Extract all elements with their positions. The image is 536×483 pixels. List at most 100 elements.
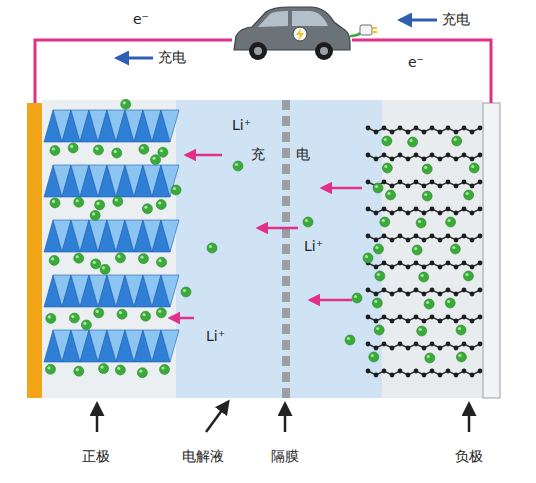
lithium-ion <box>46 313 56 323</box>
ion-flow-arrow <box>258 227 298 230</box>
carbon-atom <box>366 342 371 347</box>
ion-highlight <box>384 165 387 168</box>
octahedron-face <box>161 220 179 252</box>
lithium-ion <box>137 368 147 378</box>
lithium-ion <box>74 366 84 376</box>
carbon-atom <box>382 207 387 212</box>
carbon-atom <box>414 234 419 239</box>
lithium-ion <box>138 254 148 264</box>
carbon-atom <box>454 238 459 243</box>
octahedron-face <box>161 275 179 307</box>
carbon-atom <box>438 238 443 243</box>
carbon-atom <box>422 373 427 378</box>
octahedron-face <box>161 110 179 142</box>
carbon-atom <box>382 369 387 374</box>
lithium-ion <box>142 204 152 214</box>
lithium-ion <box>363 253 373 263</box>
car-window <box>258 11 288 27</box>
carbon-atom <box>446 126 451 131</box>
pointer-arrow <box>96 404 99 432</box>
carbon-atom <box>398 288 403 293</box>
lithium-ion <box>141 311 151 321</box>
carbon-atom <box>462 342 467 347</box>
carbon-atom <box>446 180 451 185</box>
plug-pin <box>372 31 377 33</box>
carbon-atom <box>454 373 459 378</box>
carbon-atom <box>390 157 395 162</box>
carbon-atom <box>446 234 451 239</box>
carbon-atom <box>422 319 427 324</box>
car-wheel <box>315 42 333 60</box>
ion-highlight <box>384 138 387 141</box>
car-wheel <box>249 42 267 60</box>
ion-highlight <box>95 147 98 150</box>
ion-highlight <box>365 255 368 258</box>
membrane-dash <box>282 388 290 398</box>
ion-flow-arrow <box>170 317 194 320</box>
ion-highlight <box>114 150 117 153</box>
carbon-atom <box>438 292 443 297</box>
ion-flow-arrow <box>310 299 352 302</box>
carbon-atom <box>406 346 411 351</box>
carbon-atom <box>470 265 475 270</box>
carbon-atom <box>462 369 467 374</box>
ion-highlight <box>96 310 99 313</box>
carbon-atom <box>446 288 451 293</box>
lithium-ion <box>158 147 168 157</box>
carbon-atom <box>366 288 371 293</box>
ion-highlight <box>374 300 377 303</box>
lithium-ion <box>352 293 362 303</box>
carbon-atom <box>470 346 475 351</box>
carbon-atom <box>406 265 411 270</box>
carbon-atom <box>430 261 435 266</box>
lithium-ion <box>464 190 474 200</box>
carbon-atom <box>366 180 371 185</box>
lithium-ion <box>422 164 432 174</box>
ion-highlight <box>144 206 147 209</box>
ion-highlight <box>183 289 186 292</box>
lithium-ion <box>382 136 392 146</box>
ion-highlight <box>100 365 103 368</box>
carbon-atom <box>366 234 371 239</box>
carbon-atom <box>390 238 395 243</box>
ion-highlight <box>70 145 73 148</box>
membrane-dash <box>282 244 290 254</box>
lithium-ion <box>456 325 466 335</box>
carbon-atom <box>398 207 403 212</box>
carbon-atom <box>478 207 483 212</box>
carbon-atom <box>366 369 371 374</box>
carbon-atom <box>470 157 475 162</box>
ion-highlight <box>123 101 126 104</box>
lithium-ion <box>303 217 313 227</box>
lithium-ion <box>156 308 166 318</box>
lithium-ion <box>372 298 382 308</box>
carbon-atom <box>438 265 443 270</box>
ion-highlight <box>102 266 105 269</box>
carbon-atom <box>478 180 483 185</box>
carbon-atom <box>390 373 395 378</box>
membrane-dash <box>282 164 290 174</box>
electric-car <box>234 7 377 60</box>
ion-highlight <box>371 354 374 357</box>
ion-highlight <box>158 310 161 313</box>
carbon-atom <box>430 342 435 347</box>
lithium-ion <box>45 364 55 374</box>
carbon-atom <box>398 153 403 158</box>
carbon-atom <box>374 130 379 135</box>
ion-highlight <box>152 157 155 160</box>
pointer-arrow <box>284 404 287 432</box>
carbon-atom <box>446 153 451 158</box>
membrane-dash <box>282 372 290 382</box>
carbon-atom <box>366 153 371 158</box>
carbon-atom <box>366 315 371 320</box>
lithium-ion <box>424 299 434 309</box>
carbon-atom <box>390 130 395 135</box>
ion-label: Li⁺ <box>206 328 225 344</box>
carbon-atom <box>374 346 379 351</box>
lithium-ion <box>469 163 479 173</box>
lithium-ion <box>74 197 84 207</box>
carbon-atom <box>454 319 459 324</box>
ion-highlight <box>452 246 455 249</box>
lithium-ion <box>417 326 427 336</box>
carbon-atom <box>398 261 403 266</box>
